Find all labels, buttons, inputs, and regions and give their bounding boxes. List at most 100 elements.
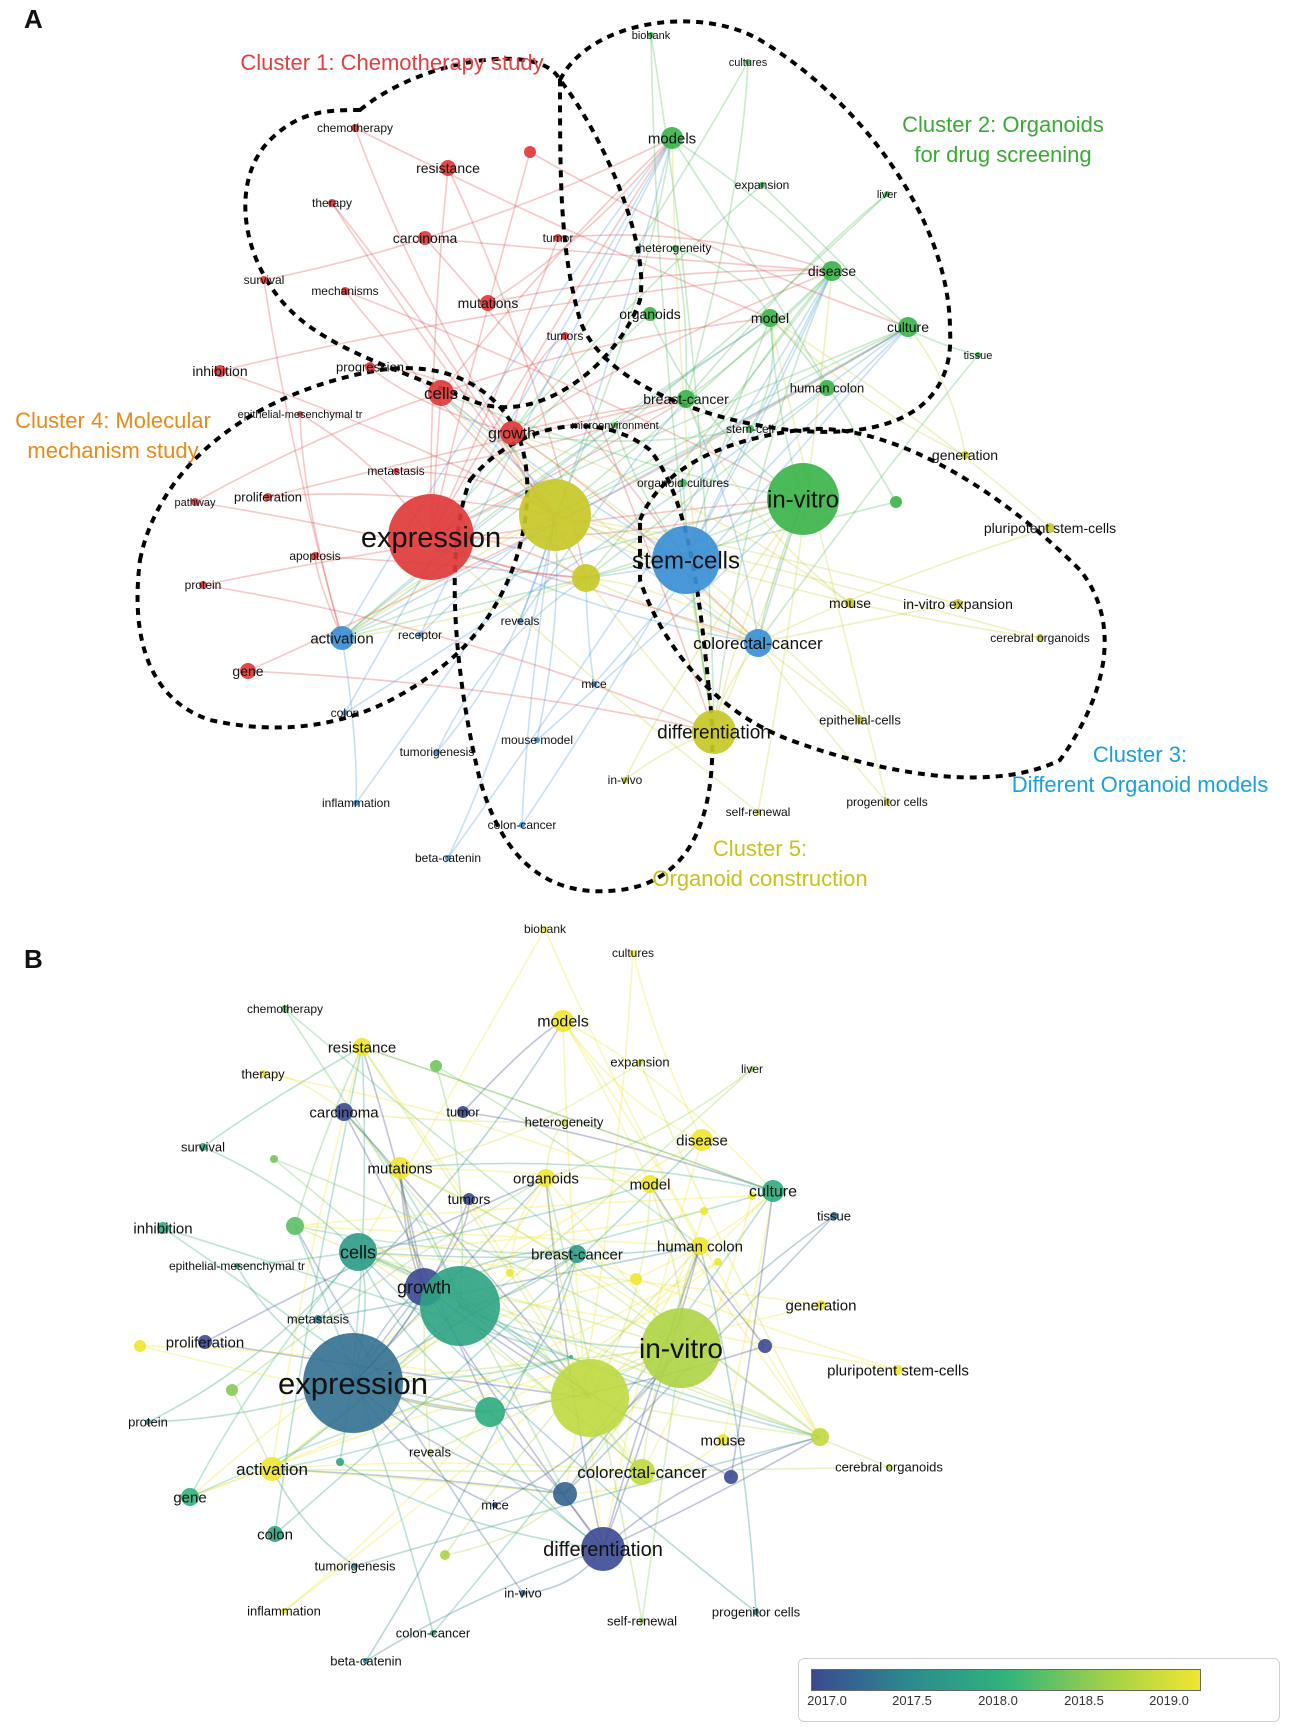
link — [685, 270, 833, 561]
node-label-colorectal-cancer: colorectal-cancer — [577, 1463, 707, 1482]
node-disease — [691, 1129, 713, 1151]
link — [219, 370, 556, 516]
node-cells — [428, 380, 454, 406]
link — [671, 137, 833, 272]
link — [907, 326, 966, 456]
link — [317, 1245, 701, 1320]
node-label-in-vitro-expansion: in-vitro expansion — [903, 596, 1013, 612]
node-label-breast-cancer: breast-cancer — [643, 391, 729, 407]
link — [357, 928, 546, 1253]
node-resistance — [353, 1038, 371, 1056]
node-label-cerebral-organoids: cerebral organoids — [990, 631, 1089, 645]
node-label-gene: gene — [173, 1489, 206, 1506]
cluster-title-4: mechanism study — [27, 438, 198, 463]
node-therapy — [259, 1070, 267, 1078]
node-label-carcinoma: carcinoma — [393, 230, 458, 246]
link — [639, 1061, 821, 1438]
node-label-biobank: biobank — [524, 922, 567, 936]
link — [436, 577, 587, 753]
node-label-growth: growth — [397, 1277, 451, 1297]
node-label-in-vivo: in-vivo — [504, 1586, 542, 1601]
node-survival — [199, 1143, 207, 1151]
link — [273, 1158, 682, 1349]
node-models — [661, 127, 683, 149]
node-tissue — [830, 1212, 838, 1220]
link — [271, 1466, 890, 1472]
node-in-vitro-expansion — [953, 599, 963, 609]
node-label-heterogeneity: heterogeneity — [639, 241, 712, 255]
node-label-culture: culture — [749, 1184, 797, 1201]
node-label-activation: activation — [310, 630, 373, 647]
node-label-chemotherapy: chemotherapy — [317, 121, 393, 135]
node-label-mutations: mutations — [458, 295, 519, 311]
colorbar-tick: 2019.0 — [1149, 1693, 1189, 1708]
colorbar-tick: 2017.0 — [807, 1693, 847, 1708]
node-stem-cells — [652, 526, 720, 594]
link — [430, 498, 804, 539]
cluster-outline-3 — [638, 426, 1107, 780]
node-unlabeled — [286, 1217, 304, 1235]
link — [511, 398, 687, 434]
node-inhibition — [157, 1222, 169, 1234]
node-label-epithelial-mesenchymal-tr: epithelial-mesenchymal tr — [169, 1259, 305, 1273]
node-label-model: model — [751, 310, 789, 326]
node-organoids — [537, 1169, 555, 1187]
link — [529, 151, 909, 328]
node-biobank — [648, 32, 654, 38]
node-unlabeled — [430, 1060, 442, 1072]
cluster-title-3: Cluster 3: — [1093, 742, 1187, 767]
node-label-microenvironment: microenvironment — [571, 420, 658, 432]
node-protein — [145, 1419, 151, 1425]
node-tumorigenesis — [434, 749, 440, 755]
link — [435, 1065, 701, 1247]
link — [554, 326, 909, 516]
link — [341, 326, 909, 639]
node-microenvironment — [612, 422, 618, 428]
node-label-inhibition: inhibition — [192, 363, 247, 379]
link — [331, 202, 556, 516]
node-label-stem-cells: stem-cells — [632, 547, 740, 574]
node-label-colorectal-cancer: colorectal-cancer — [693, 634, 823, 653]
node-label-mouse: mouse — [700, 1432, 745, 1449]
link — [593, 326, 909, 685]
link — [602, 1245, 701, 1550]
node-tumor — [554, 234, 562, 242]
node-label-tumors: tumors — [547, 329, 584, 343]
link — [649, 1183, 766, 1347]
node-unlabeled — [519, 479, 591, 551]
node-label-carcinoma: carcinoma — [309, 1104, 379, 1121]
link — [761, 184, 909, 328]
link — [585, 577, 759, 644]
link — [544, 928, 821, 1438]
link — [354, 1436, 821, 1567]
link — [354, 127, 771, 319]
link — [430, 536, 759, 813]
link — [444, 1493, 566, 1556]
node-label-activation: activation — [236, 1460, 308, 1479]
link — [674, 247, 771, 319]
link — [399, 1167, 821, 1438]
link — [262, 1072, 345, 1113]
link — [722, 1190, 774, 1441]
link — [713, 270, 833, 733]
link — [602, 1436, 821, 1550]
node-label-survival: survival — [244, 273, 285, 287]
node-growth — [500, 421, 524, 445]
link — [757, 642, 888, 803]
link — [341, 577, 587, 639]
panel-a-nodes — [191, 32, 1055, 861]
node-unlabeled — [758, 1339, 772, 1353]
node-label-proliferation: proliferation — [166, 1334, 244, 1351]
node-heterogeneity — [561, 1119, 567, 1125]
link — [430, 167, 449, 538]
node-unlabeled — [630, 1273, 642, 1285]
node-carcinoma — [335, 1103, 353, 1121]
link — [341, 498, 804, 639]
node-colon — [342, 710, 348, 716]
link — [430, 317, 771, 538]
link — [459, 1305, 821, 1438]
node-mechanisms — [341, 287, 349, 295]
node-tumors — [463, 1193, 475, 1205]
node-in-vivo — [520, 1590, 526, 1596]
